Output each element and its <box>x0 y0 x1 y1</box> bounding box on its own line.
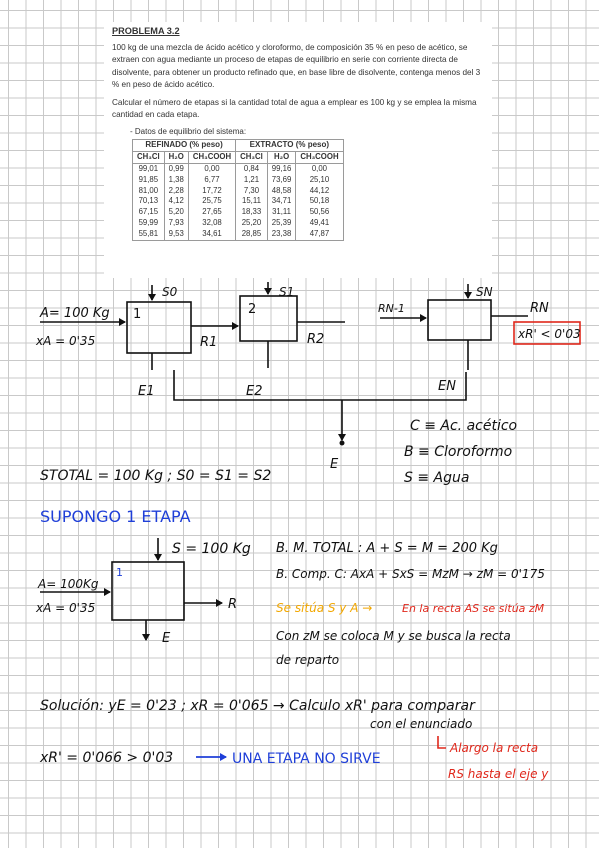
table-cell: 0,84 <box>235 163 268 175</box>
result-right: UNA ETAPA NO SIRVE <box>232 751 381 767</box>
stage-1-label: 1 <box>133 307 141 322</box>
table-column-header: H₂O <box>163 151 189 165</box>
one-stage-heading: SUPONGO 1 ETAPA <box>40 507 191 526</box>
sn-label: SN <box>476 285 493 299</box>
s1-label: S1 <box>279 285 294 299</box>
extract-collector <box>173 370 467 401</box>
problem-statement: PROBLEMA 3.2 100 kg de una mezcla de áci… <box>104 22 492 278</box>
table-cell: 0,00 <box>187 163 237 175</box>
table-cell: 25,10 <box>295 174 344 186</box>
table-cell: 32,08 <box>187 218 237 229</box>
table-cell: 1,21 <box>235 174 268 186</box>
single-stage-box <box>111 561 185 621</box>
note-2: Con zM se coloca M y se busca la recta <box>276 629 511 643</box>
table-cell: 49,41 <box>295 218 344 229</box>
table-cell: 47,87 <box>295 228 344 241</box>
table-column-header: CH₃COOH <box>295 151 344 165</box>
stotal-line: STOTAL = 100 Kg ; S0 = S1 = S2 <box>40 468 271 484</box>
solution-line: Solución: yE = 0'23 ; xR = 0'065 → Calcu… <box>40 698 476 714</box>
table-cell: 7,30 <box>235 185 268 197</box>
e1-label: E1 <box>138 384 155 399</box>
table-cell: 0,00 <box>295 163 344 175</box>
table-cell: 25,75 <box>187 196 237 208</box>
problem-paragraph-1: 100 kg de una mezcla de ácido acético y … <box>112 43 481 90</box>
table-cell: 9,53 <box>163 228 189 241</box>
feed-x-label: xA = 0'35 <box>35 334 95 348</box>
note-red: En la recta AS se sitúa zM <box>402 602 545 615</box>
r1-label: R1 <box>200 335 217 350</box>
table-column-header: CH₃Cl <box>235 151 268 165</box>
table-cell: 50,18 <box>295 196 344 208</box>
table-cell: 1,38 <box>163 174 189 186</box>
s0-label: S0 <box>162 285 178 299</box>
table-cell: 27,65 <box>187 207 237 219</box>
table-column-header: CH₃COOH <box>187 151 237 165</box>
table-cell: 0,99 <box>163 163 189 175</box>
spec-label: xR' < 0'03 <box>517 327 581 341</box>
table-cell: 17,72 <box>187 185 237 197</box>
table-cell: 44,12 <box>295 185 344 197</box>
rn1-label: RN-1 <box>378 302 405 315</box>
table-cell: 5,20 <box>163 207 189 219</box>
legend-s: S ≡ Agua <box>404 470 469 486</box>
table-cell: 18,33 <box>235 207 268 219</box>
bm-total: B. M. TOTAL : A + S = M = 200 Kg <box>276 541 498 556</box>
stage-1-box <box>126 301 192 354</box>
single-s-label: S = 100 Kg <box>172 541 251 557</box>
legend-b: B ≡ Cloroformo <box>404 444 512 460</box>
e2-label: E2 <box>246 384 263 399</box>
solution-line-b: con el enunciado <box>370 717 472 731</box>
table-cell: 25,20 <box>235 218 268 229</box>
note-orange: Se sitúa S y A → <box>276 601 372 615</box>
e-label: E <box>330 457 339 472</box>
en-label: EN <box>438 379 456 394</box>
stage-n-box <box>427 299 492 341</box>
problem-title: PROBLEMA 3.2 <box>112 26 180 36</box>
bm-comp: B. Comp. C: AxA + SxS = MzM → zM = 0'175 <box>276 567 545 581</box>
note-red-2: RS hasta el eje y <box>448 767 549 781</box>
r2-label: R2 <box>307 332 324 347</box>
single-r-label: R <box>228 597 237 612</box>
single-stage-label: 1 <box>116 566 123 579</box>
table-cell: 2,28 <box>163 185 189 197</box>
rn-label: RN <box>530 301 549 316</box>
table-cell: 34,61 <box>187 228 237 241</box>
table-cell: 15,11 <box>235 196 268 208</box>
table-cell: 50,56 <box>295 207 344 219</box>
single-feed-x-label: xA = 0'35 <box>35 601 95 615</box>
table-cell: 4,12 <box>163 196 189 208</box>
equilibrium-data-heading: - Datos de equilibrio del sistema: <box>130 127 247 137</box>
table-cell: 6,77 <box>187 174 237 186</box>
table-cell: 7,93 <box>163 218 189 229</box>
legend-c: C ≡ Ac. acético <box>410 418 517 434</box>
feed-label: A= 100 Kg <box>39 306 110 321</box>
problem-paragraph-2: Calcular el número de etapas si la canti… <box>112 97 477 120</box>
equilibrium-table: REFINADO (% peso) EXTRACTO (% peso) CH₃C… <box>131 139 344 241</box>
single-e-label: E <box>162 631 171 646</box>
table-cell: 28,85 <box>235 228 268 241</box>
result-left: xR' = 0'066 > 0'03 <box>39 750 173 766</box>
spec-box <box>513 321 581 345</box>
stage-2-label: 2 <box>248 302 256 317</box>
note-red-1: Alargo la recta <box>449 741 538 755</box>
single-feed-label: A= 100Kg <box>37 577 99 591</box>
note-3: de reparto <box>276 653 339 667</box>
